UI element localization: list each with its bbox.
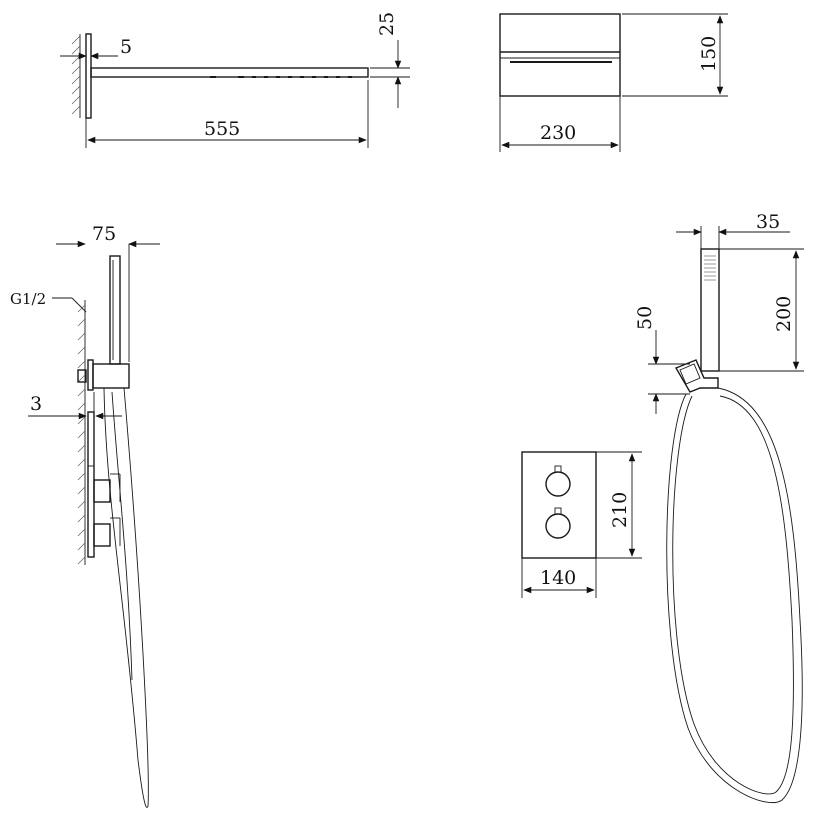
hose-loop [666,387,803,804]
valve-handle-top [93,479,111,503]
hand-shower-handle [700,248,720,372]
valve-front-view: 210 140 [521,451,642,598]
shower-arm-side-view: 5 25 555 [60,12,410,148]
dim-label-valve-height: 210 [609,492,631,528]
dim-label-valve-width: 140 [540,567,576,589]
spray-face [704,255,716,281]
wall-plate [85,33,92,119]
dim-label-head-width: 230 [540,122,576,144]
dim-label-holder-depth: 75 [92,223,116,245]
wall-hatch [71,35,81,115]
dim-label-hand-width: 35 [756,211,780,233]
water-outlet [77,369,87,383]
wall-bracket [674,359,719,393]
flow-knob [545,513,571,539]
shower-head-front-view: 150 230 [499,13,728,152]
outlet-plate [87,359,94,391]
thread-label: G1/2 [10,290,46,308]
temperature-knob [545,471,571,497]
wall-hatch-left [77,304,86,565]
hose-inner [111,391,133,681]
hand-shower-front-view: 35 200 50 [634,211,804,804]
shower-arm [90,67,369,78]
hand-shower-side-view: G1/2 75 3 [10,223,160,808]
dim-label-bracket-height: 50 [634,306,656,330]
valve-plate-side [87,411,95,558]
valve-handle-bottom [93,523,111,547]
dim-label-plate: 5 [120,36,132,58]
valve-plate [521,451,597,559]
hose [103,387,149,808]
dim-label-arm-height: 25 [376,12,398,36]
knob-indicator-bottom [554,507,562,515]
knob-indicator-top [554,465,562,473]
holder-bracket [92,363,130,389]
dim-label-head-height: 150 [698,36,720,72]
hand-shower-body [109,255,121,365]
dim-label-plate-gap: 3 [30,393,42,415]
dim-label-hand-length: 200 [773,296,795,332]
shower-head-body [499,13,621,97]
dim-label-arm-length: 555 [204,118,240,140]
